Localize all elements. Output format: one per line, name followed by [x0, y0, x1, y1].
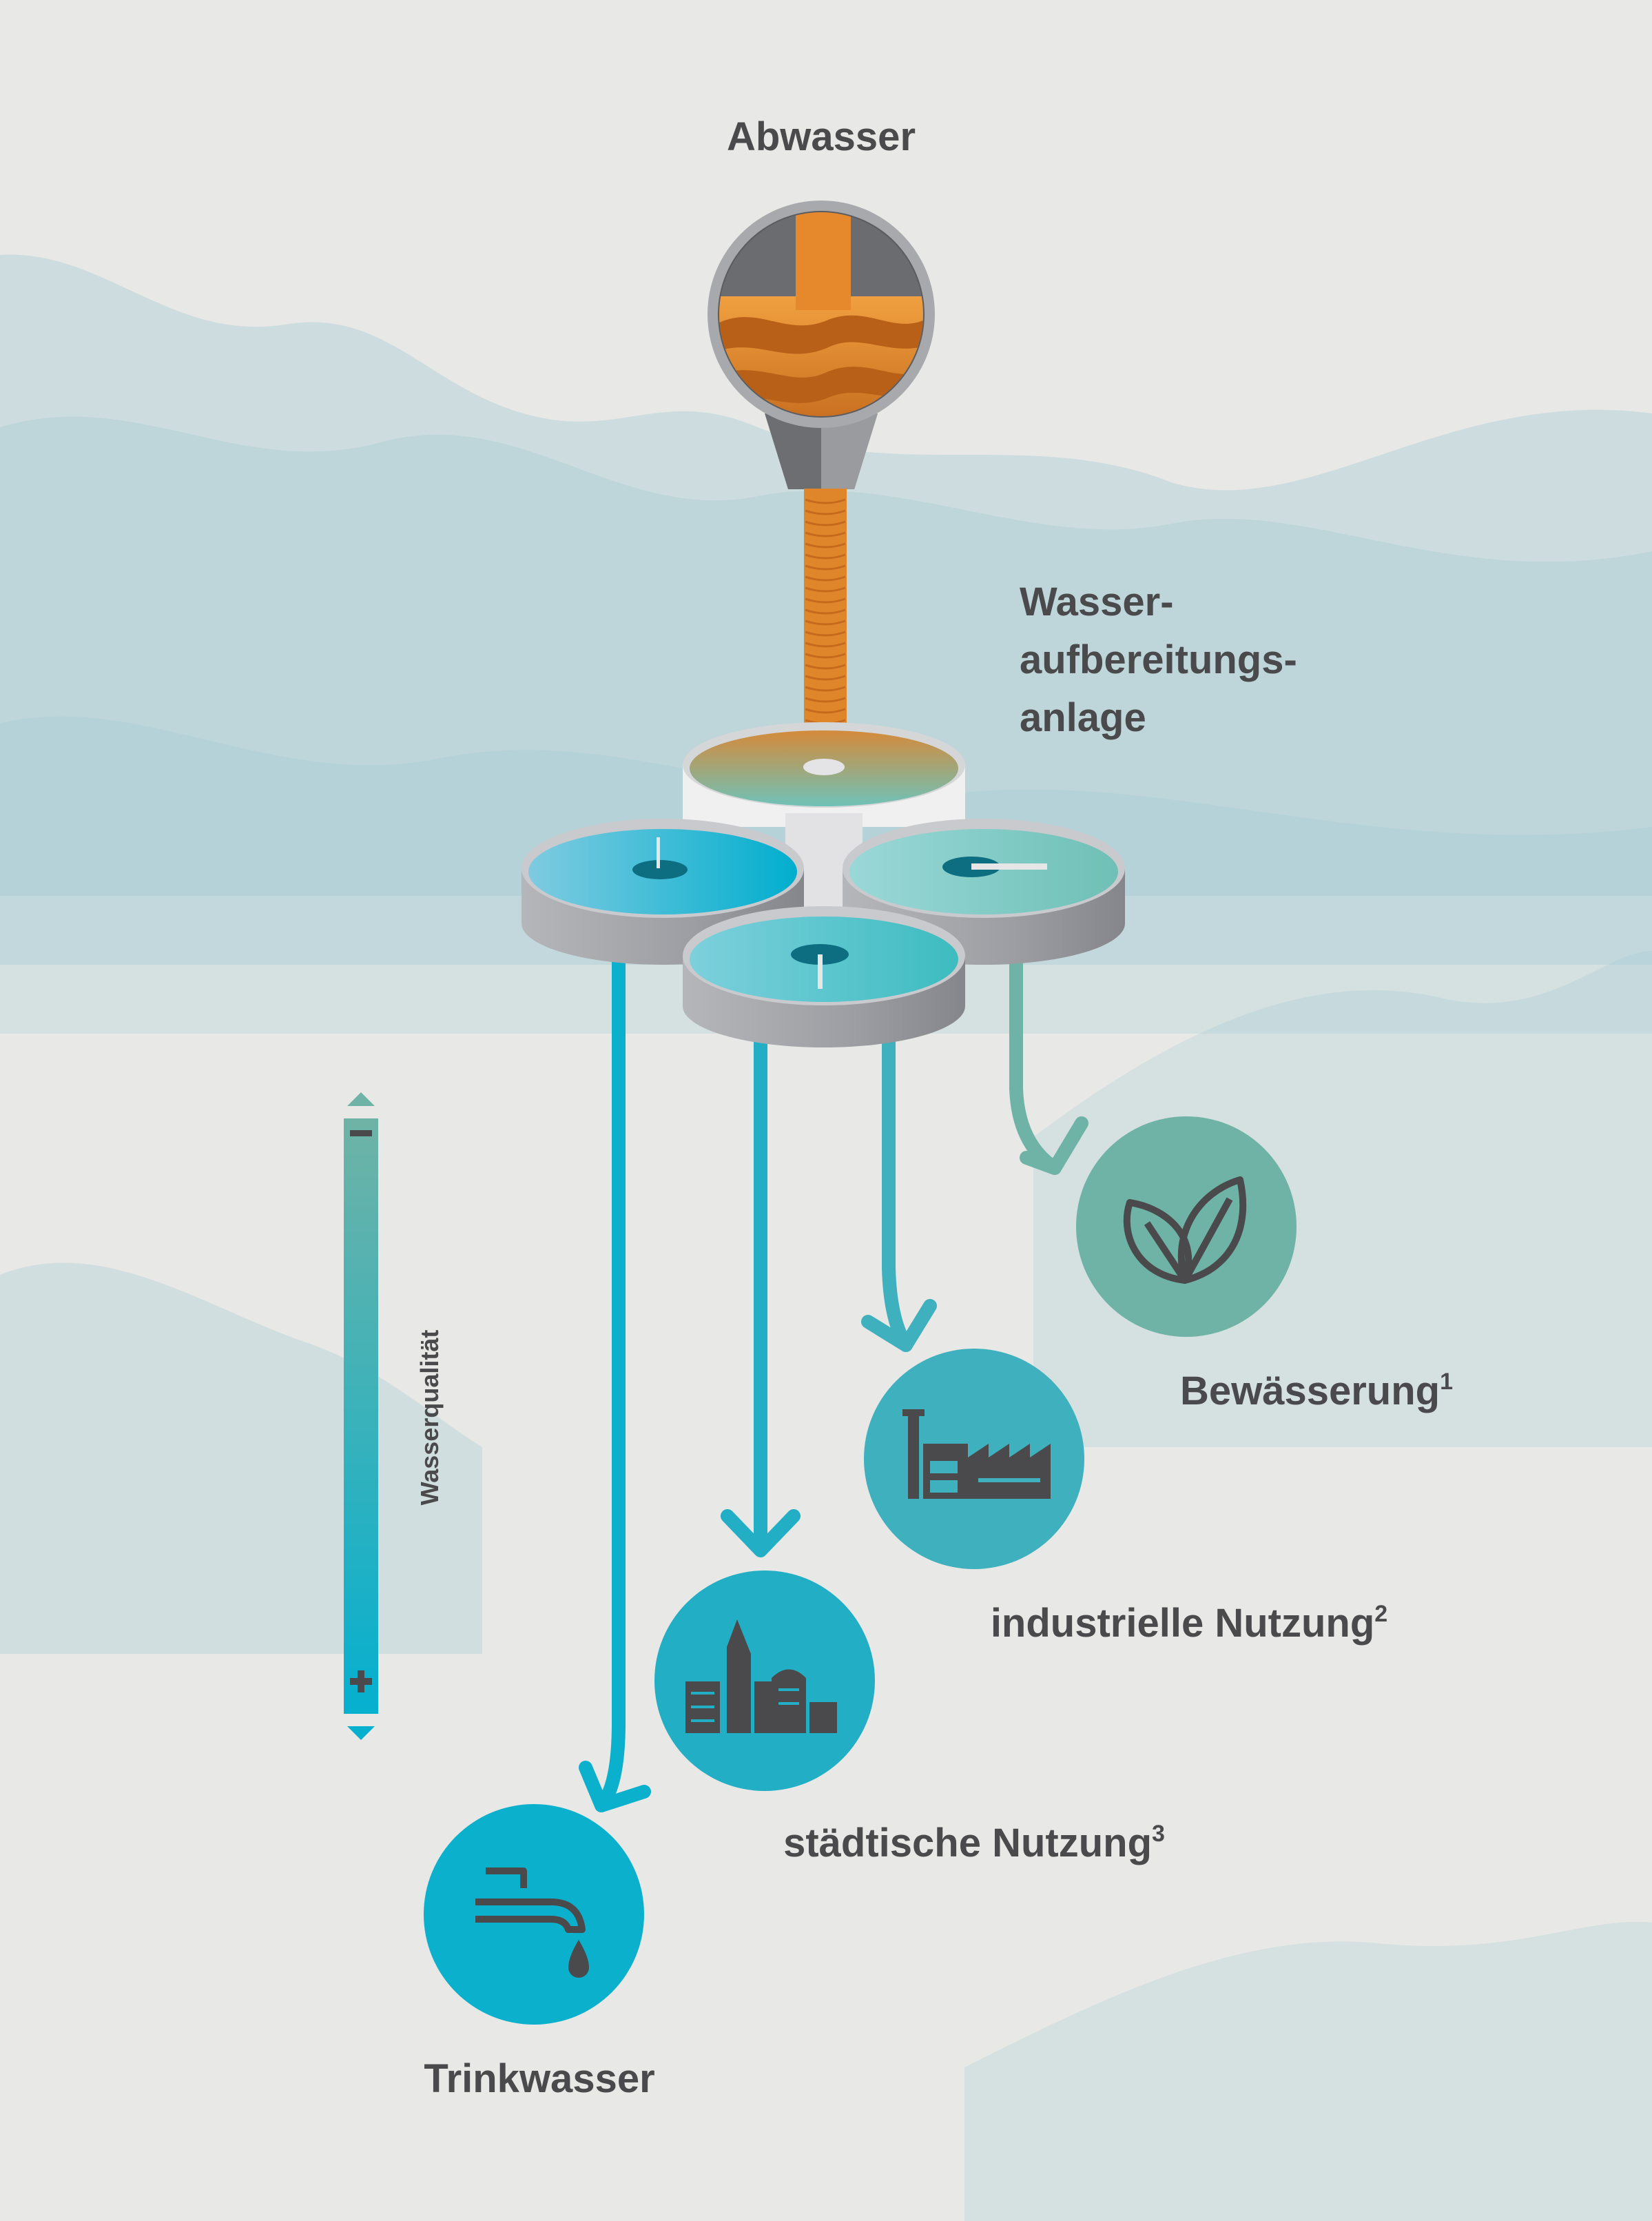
pipe-rib: [805, 642, 846, 648]
drinking-water-label: Trinkwasser: [424, 2056, 654, 2101]
use-city: städtische Nutzung3: [654, 1570, 1165, 1865]
pipe-rib: [805, 653, 846, 659]
pipe-rib: [805, 531, 846, 538]
treatment-plant-label: Wasser- aufbereitungs- anlage: [1020, 580, 1308, 740]
scale-up-arrow-icon: [347, 1092, 375, 1106]
plus-icon: [350, 1670, 372, 1692]
pipe-rib: [805, 509, 846, 515]
city-icon: [685, 1619, 837, 1733]
water-quality-scale: Wasserqualität: [344, 1092, 444, 1740]
tank-bottom: [683, 906, 965, 1047]
pipe-rib: [805, 564, 846, 571]
pipe-rib: [805, 553, 846, 560]
factory-icon: [902, 1409, 1051, 1499]
pipe-rib: [805, 520, 846, 526]
pipe-rib: [805, 708, 846, 714]
minus-icon: [350, 1130, 372, 1136]
pipe-rib: [805, 620, 846, 626]
sewage-title: Abwasser: [727, 114, 916, 159]
water-quality-label: Wasserqualität: [415, 1330, 444, 1506]
pipe-rib: [805, 608, 846, 615]
industry-label: industrielle Nutzung2: [991, 1601, 1387, 1646]
pipe-rib: [805, 675, 846, 681]
tank-right: [843, 819, 1125, 965]
pipe-rib: [805, 586, 846, 593]
use-drinking-water: Trinkwasser: [424, 1804, 655, 2101]
arrow-industry: [861, 1299, 937, 1352]
pipe-rib: [805, 498, 846, 504]
use-industry: industrielle Nutzung2: [864, 1349, 1387, 1646]
pipe-drinking: [595, 951, 626, 1812]
outflow-pipes: [579, 951, 1088, 1812]
pipe-rib: [805, 631, 846, 637]
pipe-rib: [805, 575, 846, 582]
scale-down-arrow-icon: [347, 1726, 375, 1740]
city-label: städtische Nutzung3: [783, 1821, 1165, 1865]
pipe-rib: [805, 664, 846, 670]
pipe-rib: [805, 542, 846, 549]
treatment-plant: [522, 722, 1125, 1047]
sewage-lens-icon: [708, 201, 935, 489]
drop-icon: [568, 1940, 589, 1978]
arrow-irrigation: [1020, 1116, 1088, 1175]
arrow-drinking: [579, 1761, 651, 1812]
inflow-pipe: [804, 489, 847, 726]
arrow-city: [721, 1509, 801, 1557]
pipe-industry: [882, 1027, 913, 1352]
leaves-icon: [1123, 1176, 1247, 1284]
irrigation-label: Bewässerung1: [1180, 1369, 1453, 1413]
use-irrigation: Bewässerung1: [1076, 1116, 1453, 1413]
pipe-rib: [805, 697, 846, 703]
pipe-rib: [805, 597, 846, 604]
pipe-rib: [805, 686, 846, 692]
faucet-icon: [475, 1867, 586, 1933]
